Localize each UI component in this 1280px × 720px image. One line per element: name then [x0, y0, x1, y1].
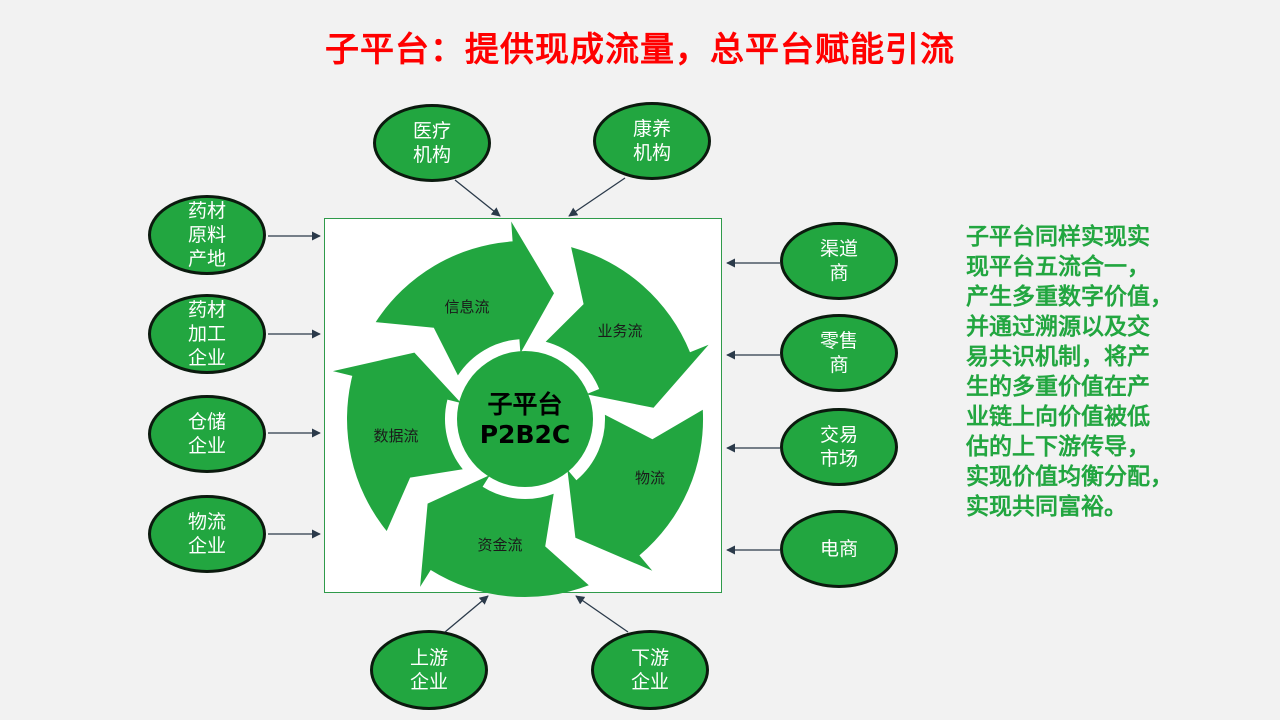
description-line: 并通过溯源以及交	[966, 314, 1150, 340]
node-label: 产地	[187, 248, 226, 270]
segment-label-logistics-flow: 物流	[635, 469, 665, 487]
node-label: 下游	[630, 647, 669, 669]
node-label: 仓储	[187, 411, 226, 433]
node-trading-market[interactable]: 交易市场	[780, 408, 898, 486]
segment-data-flow	[332, 352, 463, 531]
node-label: 机构	[412, 144, 451, 166]
description-line: 产生多重数字价值，	[966, 284, 1173, 310]
node-label: 渠道	[819, 238, 858, 260]
center-hub-title: 子平台	[487, 390, 562, 419]
segment-business-flow	[545, 247, 709, 408]
node-upstream-enterprise[interactable]: 上游企业	[370, 630, 488, 710]
node-label: 药材	[187, 299, 226, 321]
segment-info-flow	[375, 221, 554, 376]
node-medical-institution[interactable]: 医疗机构	[373, 104, 491, 182]
page-title: 子平台：提供现成流量，总平台赋能引流	[325, 30, 955, 70]
description-line: 实现价值均衡分配，	[966, 464, 1173, 490]
node-label: 企业	[187, 535, 226, 557]
node-channel-dealer[interactable]: 渠道商	[780, 222, 898, 300]
node-herb-origin[interactable]: 药材原料产地	[148, 195, 266, 275]
node-downstream-enterprise[interactable]: 下游企业	[591, 630, 709, 710]
node-ecommerce[interactable]: 电商	[780, 510, 898, 588]
node-label: 商	[829, 354, 849, 376]
node-label: 零售	[819, 330, 858, 352]
node-label: 交易	[819, 424, 858, 446]
segment-logistics-flow	[567, 409, 704, 571]
node-label: 企业	[409, 671, 448, 693]
node-label: 电商	[819, 538, 858, 560]
node-elderly-care-institution[interactable]: 康养机构	[593, 102, 711, 180]
node-warehousing[interactable]: 仓储企业	[148, 395, 266, 473]
node-label: 市场	[819, 448, 858, 470]
arrow-downstream-to-center	[575, 595, 629, 633]
description-line: 实现共同富裕。	[966, 494, 1127, 520]
center-hub	[457, 351, 593, 487]
node-label: 原料	[187, 224, 226, 246]
center-hub-subtitle: P2B2C	[480, 420, 571, 449]
node-label: 物流	[187, 511, 226, 533]
node-herb-processing[interactable]: 药材加工企业	[148, 294, 266, 374]
node-label: 加工	[187, 323, 226, 345]
node-label: 商	[829, 262, 849, 284]
node-label: 企业	[187, 435, 226, 457]
description-text: 子平台同样实现实 现平台五流合一， 产生多重数字价值， 并通过溯源以及交 易共识…	[966, 222, 1216, 522]
connector-arrows	[268, 177, 780, 633]
segment-label-business-flow: 业务流	[597, 322, 642, 340]
node-label: 机构	[632, 142, 671, 164]
segment-label-capital-flow: 资金流	[477, 536, 522, 554]
description-line: 子平台同样实现实	[966, 224, 1150, 250]
description-line: 易共识机制，将产	[966, 344, 1150, 370]
node-label: 上游	[409, 647, 448, 669]
segment-label-info-flow: 信息流	[444, 298, 489, 316]
description-line: 现平台五流合一，	[966, 254, 1150, 280]
arrow-medical-to-center	[454, 179, 501, 217]
node-label: 药材	[187, 200, 226, 222]
description-line: 业链上向价值被低	[966, 404, 1150, 430]
description-line: 生的多重价值在产	[966, 374, 1150, 400]
segment-label-data-flow: 数据流	[373, 427, 418, 445]
node-label: 企业	[630, 671, 669, 693]
arrow-upstream-to-center	[444, 595, 489, 633]
node-logistics-enterprise[interactable]: 物流企业	[148, 495, 266, 573]
node-label: 企业	[187, 347, 226, 369]
node-retailer[interactable]: 零售商	[780, 314, 898, 392]
description-line: 估的上下游传导，	[966, 434, 1150, 460]
arrow-elderly-to-center	[568, 177, 626, 217]
segment-capital-flow	[420, 475, 589, 598]
cycle-segments	[332, 221, 709, 598]
node-label: 康养	[632, 118, 671, 140]
node-label: 医疗	[412, 120, 451, 142]
